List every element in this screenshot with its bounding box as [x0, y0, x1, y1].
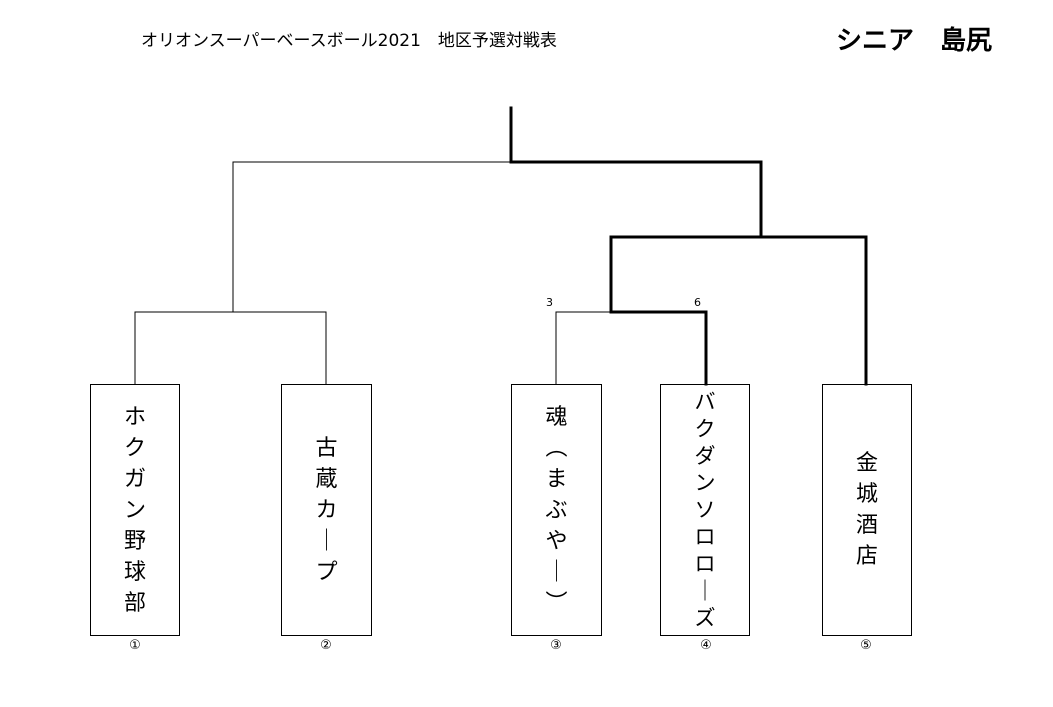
team-name: 金城酒店	[856, 448, 878, 572]
team-name-char: ロ	[694, 524, 716, 549]
team-name-char: 魂	[545, 404, 568, 430]
team-name-char: 野	[123, 528, 146, 554]
team-name-char: 酒	[855, 513, 878, 538]
team-name-char: 球	[123, 559, 146, 585]
team-name-char: ｜	[694, 578, 716, 603]
seed-number-2: ②	[320, 638, 332, 653]
team-name: バクダンソロロ｜ズ	[695, 389, 716, 632]
team-name-char: ク	[123, 435, 146, 461]
team-name-char: 蔵	[315, 466, 338, 492]
team-name-char: ホ	[123, 404, 146, 430]
team-name-char: 古	[315, 435, 338, 461]
winner-path-4	[609, 235, 763, 386]
seed-number-4: ④	[700, 638, 712, 653]
team-name-char: バ	[694, 389, 716, 414]
team-name-char: ン	[123, 497, 146, 523]
winner-path-final	[509, 106, 763, 239]
team-name-char: ︵	[545, 435, 568, 461]
team-name-char: ぶ	[545, 497, 568, 523]
team-name-char: ま	[545, 466, 568, 492]
team-box-1: ホクガン野球部	[90, 384, 180, 636]
team-name-char: ソ	[694, 497, 716, 522]
seed-number-5: ⑤	[860, 638, 872, 653]
team-box-3: 魂 ︵ まぶや ｜ ︶	[511, 384, 602, 636]
bracket-line-3	[555, 311, 611, 384]
winner-path-5	[759, 235, 868, 386]
team-name: ホクガン野球部	[124, 402, 146, 619]
score-right: 6	[694, 296, 701, 309]
team-box-4: バクダンソロロ｜ズ	[660, 384, 750, 636]
team-name: 古蔵カ ｜ プ	[315, 433, 337, 588]
division-label: シニア 島尻	[836, 26, 993, 56]
seed-number-3: ③	[550, 638, 562, 653]
team-name: 魂 ︵ まぶや ｜ ︶	[545, 402, 567, 619]
team-name-char: ン	[694, 470, 716, 495]
bracket-line-left-stem	[232, 161, 511, 312]
team-name-char: カ	[315, 497, 338, 523]
team-name-char: ダ	[694, 443, 716, 468]
team-name-char: ロ	[694, 551, 716, 576]
seed-number-1: ①	[129, 638, 141, 653]
team-name-char: ︶	[545, 590, 568, 616]
bracket-line-1-2	[134, 311, 327, 384]
team-name-char: ガ	[123, 466, 146, 492]
bracket-title: オリオンスーパーベースボール2021 地区予選対戦表	[141, 31, 557, 51]
team-box-2: 古蔵カ ｜ プ	[281, 384, 372, 636]
team-name-char: プ	[315, 559, 338, 585]
team-box-5: 金城酒店	[822, 384, 912, 636]
team-name-char: や	[545, 528, 568, 554]
score-left: 3	[546, 296, 553, 309]
team-name-char: 金	[855, 451, 878, 476]
team-name-char: ク	[694, 416, 716, 441]
team-name-char: ズ	[694, 605, 716, 630]
team-name-char: 店	[855, 544, 878, 569]
team-name-char: ｜	[315, 528, 338, 554]
team-name-char: ｜	[545, 559, 568, 585]
team-name-char: 部	[123, 590, 146, 616]
team-name-char: 城	[855, 482, 878, 507]
